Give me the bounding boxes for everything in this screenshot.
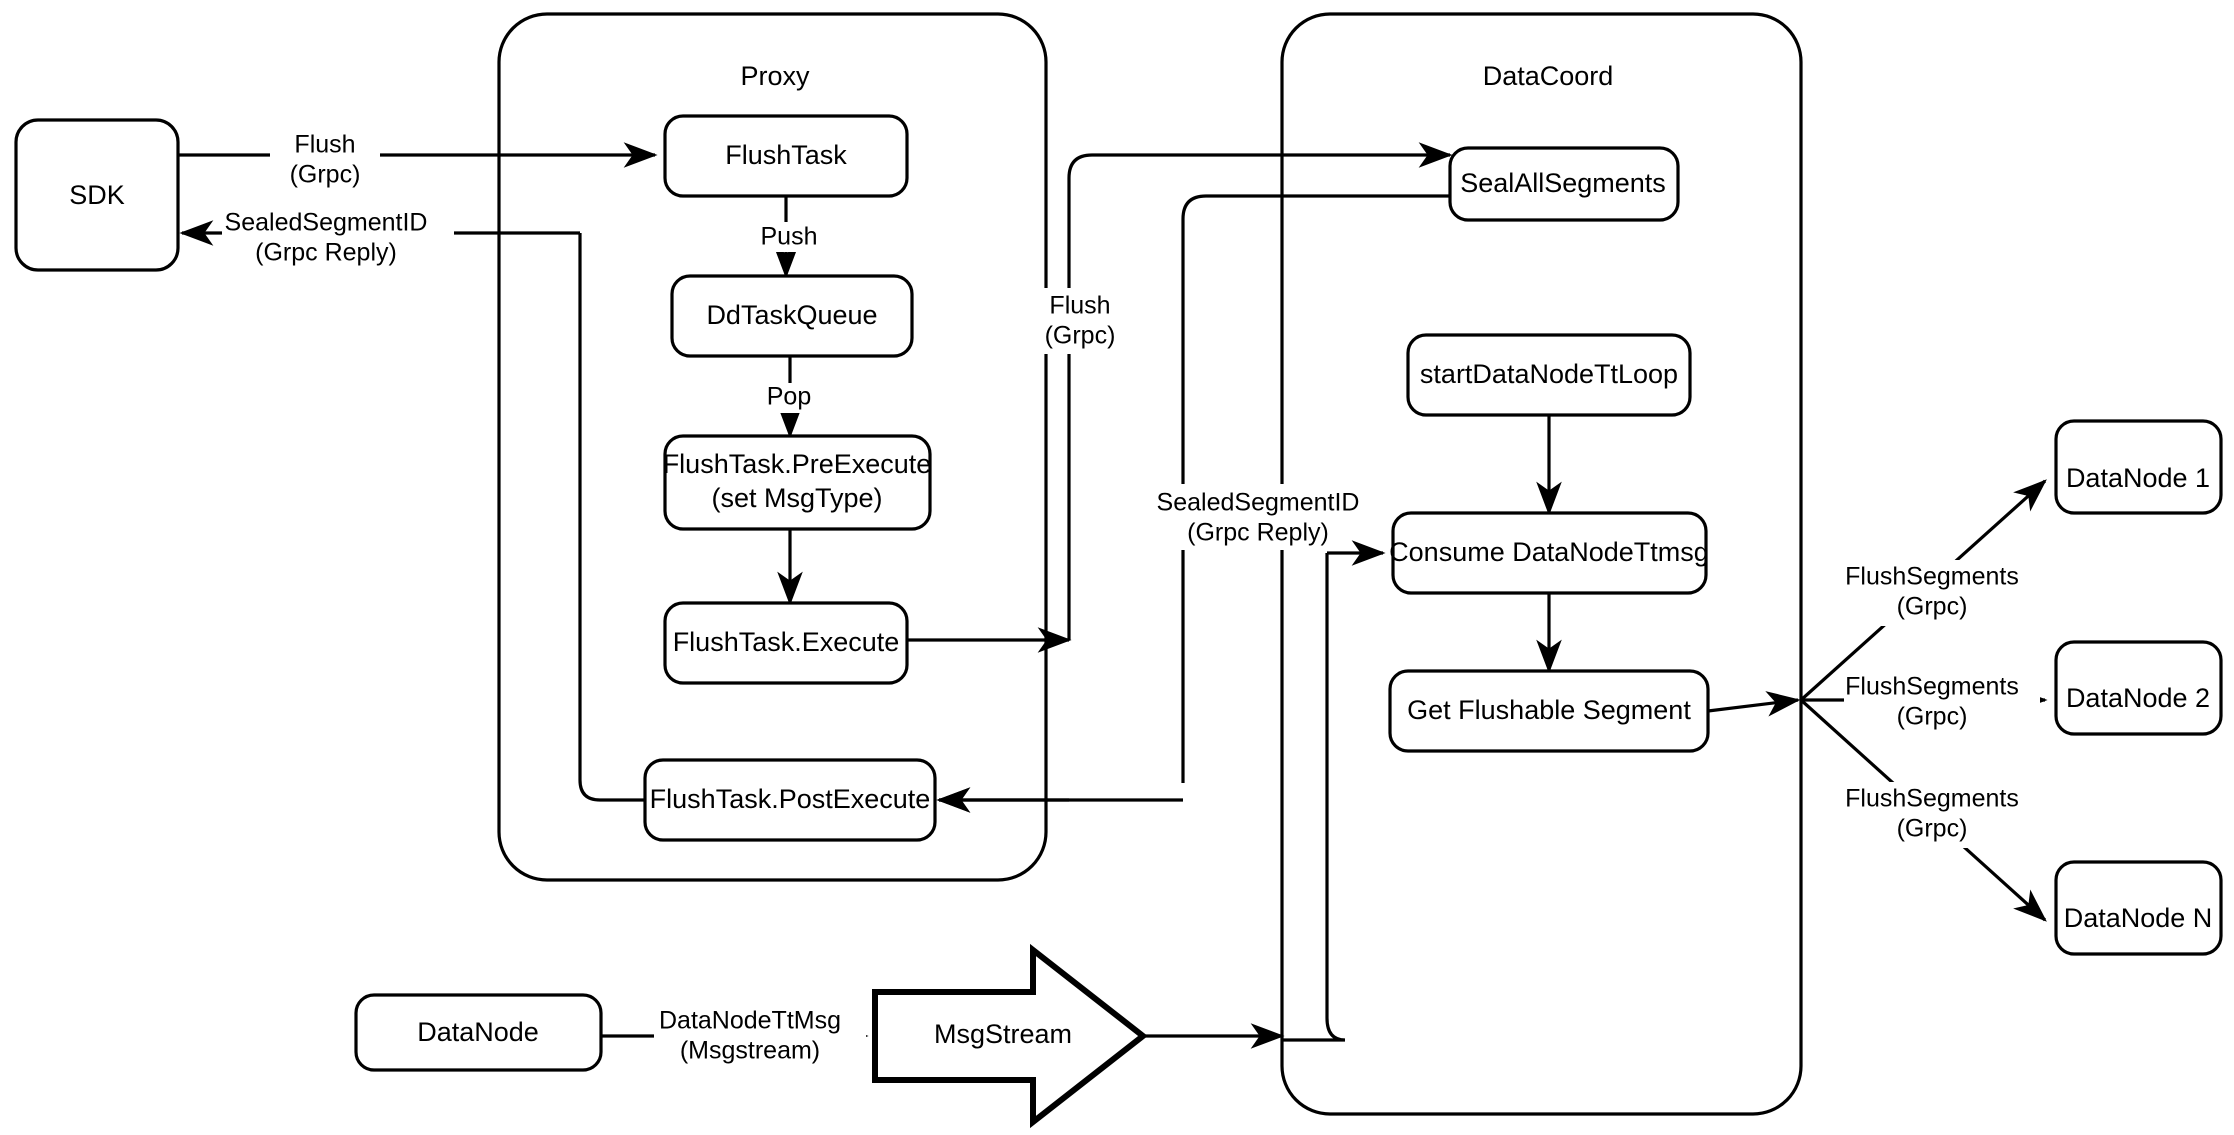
edge-label-bg-proxy-flush [1040, 288, 1150, 354]
node-datanode-2-label: DataNode 2 [2066, 683, 2210, 713]
edge-label-bg-flushsegments-n [1844, 782, 2040, 848]
node-flushtask-postexecute-label: FlushTask.PostExecute [650, 784, 931, 814]
edge-flush-trunk-up [1067, 153, 1282, 640]
edge-label-ttmsg-line1: DataNodeTtMsg [659, 1007, 841, 1035]
node-datanode-2[interactable] [2054, 640, 2223, 736]
node-ddtaskqueue-label: DdTaskQueue [706, 300, 877, 330]
node-get-flushable-segment-label: Get Flushable Segment [1407, 695, 1691, 725]
group-datacoord-container [1280, 12, 1803, 1116]
node-flushtask-execute-label: FlushTask.Execute [673, 627, 900, 657]
node-sealallsegments[interactable] [1448, 146, 1680, 222]
edge-label-bg-sdk-flush [270, 126, 380, 192]
edge-label-flushsegments-1-line1: FlushSegments [1845, 563, 2019, 591]
edge-label-proxy-flush-line2: (Grpc) [1045, 322, 1116, 350]
node-msgstream-arrow[interactable] [872, 943, 1148, 1129]
node-sealallsegments-label: SealAllSegments [1460, 168, 1666, 198]
node-datanode-n[interactable] [2054, 860, 2223, 956]
edge-label-flushsegments-2-line2: (Grpc) [1897, 703, 1968, 731]
edge-label-sdk-flush-line2: (Grpc) [290, 161, 361, 189]
group-datacoord-label: DataCoord [1483, 61, 1614, 91]
node-datanode-1-label: DataNode 1 [2066, 463, 2210, 493]
node-flushtask-postexecute[interactable] [643, 758, 937, 842]
node-datanode-source-label: DataNode [417, 1017, 539, 1047]
edge-label-bg-pop [758, 383, 820, 413]
node-datanode-1[interactable] [2054, 419, 2223, 515]
edge-label-proxy-flush-line1: Flush [1049, 292, 1110, 320]
node-sdk-label: SDK [69, 180, 125, 210]
edge-label-sdk-reply-line1: SealedSegmentID [225, 209, 428, 237]
edge-label-sdk-flush-line1: Flush [294, 131, 355, 159]
group-proxy-container [497, 12, 1048, 882]
edge-label-flushsegments-1-line2: (Grpc) [1897, 593, 1968, 621]
node-msgstream-label: MsgStream [934, 1019, 1072, 1049]
edge-reply-trunk-down [1181, 194, 1450, 783]
edge-msgstream-trunk-up [1282, 553, 1346, 1042]
edge-label-sdk-reply-line2: (Grpc Reply) [255, 239, 397, 267]
edge-label-bg-push [752, 222, 826, 252]
node-flushtask-preexecute-label-line2: (set MsgType) [711, 483, 882, 513]
node-flushtask-preexecute[interactable] [663, 434, 932, 531]
node-datanode-n-label: DataNode N [2064, 903, 2213, 933]
edge-label-proxy-reply-line1: SealedSegmentID [1157, 489, 1360, 517]
edge-label-bg-proxy-reply [1140, 484, 1376, 550]
edge-label-flushsegments-2-line1: FlushSegments [1845, 673, 2019, 701]
edge-label-bg-sdk-reply [222, 204, 454, 270]
edge-label-flushsegments-n-line2: (Grpc) [1897, 815, 1968, 843]
edge-getflushable-to-fanout [1707, 691, 1801, 717]
node-flushtask-preexecute-label-line1: FlushTask.PreExecute [663, 449, 932, 479]
edge-label-bg-flushsegments-2 [1844, 670, 2040, 736]
node-ddtaskqueue[interactable] [670, 274, 914, 358]
node-startdatanodettloop-label: startDataNodeTtLoop [1420, 359, 1678, 389]
edge-label-ttmsg-line2: (Msgstream) [680, 1037, 820, 1065]
node-datanode-source[interactable] [354, 993, 603, 1072]
edge-postexecute-to-sdk-return [578, 233, 645, 802]
node-consume-datanodettmsg-label: Consume DataNodeTtmsg [1389, 537, 1709, 567]
edge-label-flushsegments-n-line1: FlushSegments [1845, 785, 2019, 813]
edge-label-pop: Pop [767, 383, 811, 411]
node-flushtask-execute[interactable] [663, 601, 909, 685]
edge-label-push: Push [761, 223, 818, 251]
edge-label-proxy-reply-line2: (Grpc Reply) [1187, 519, 1329, 547]
node-flushtask-label: FlushTask [725, 140, 847, 170]
edge-label-bg-flushsegments-1 [1844, 560, 2040, 626]
group-proxy-label: Proxy [740, 61, 810, 91]
node-sdk[interactable] [14, 118, 180, 272]
edge-label-bg-ttmsg [654, 1003, 866, 1069]
